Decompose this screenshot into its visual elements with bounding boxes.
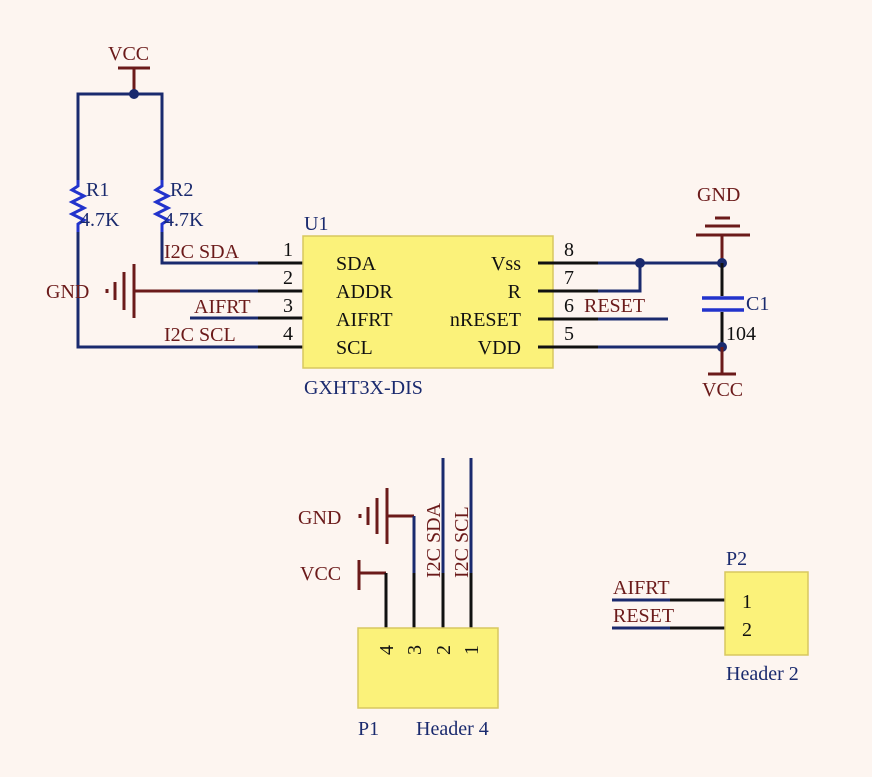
u1-pin-num-3: 3	[283, 295, 293, 317]
r2-value: 4.7K	[164, 209, 204, 231]
p2-pin-2: 2	[742, 619, 752, 641]
p1-part-name: Header 4	[416, 718, 489, 740]
u1-pin-num-5: 5	[564, 323, 574, 345]
vcc-top-symbol: VCC	[108, 43, 150, 94]
gnd-right-label: GND	[697, 184, 740, 206]
resistor-r2: R2 4.7K	[152, 179, 204, 232]
c1-designator: C1	[746, 293, 769, 315]
u1-pin-num-8: 8	[564, 239, 574, 261]
net-label-reset: RESET	[584, 295, 645, 317]
vcc-top-label: VCC	[108, 43, 149, 65]
p1-gnd-label: GND	[298, 507, 341, 529]
u1-pin-name-r: R	[508, 281, 522, 303]
p2-part-name: Header 2	[726, 663, 799, 685]
p2-pin-1: 1	[742, 591, 752, 613]
p1-body[interactable]	[357, 627, 499, 709]
p1-pin-3: 3	[404, 645, 426, 655]
u1-pin-name-addr: ADDR	[336, 281, 393, 303]
right-nets	[538, 258, 722, 349]
gnd-right-symbol: GND	[696, 184, 750, 263]
junction-dot	[635, 258, 645, 268]
u1-component[interactable]: U1 GXHT3X-DIS SDA ADDR AIFRT SCL Vss R n…	[302, 213, 554, 399]
junction-dot	[129, 89, 139, 99]
u1-pin-num-2: 2	[283, 267, 293, 289]
u1-body[interactable]	[302, 235, 554, 369]
u1-pin-name-vss: Vss	[491, 253, 521, 275]
r1-value: 4.7K	[80, 209, 120, 231]
left-nets	[76, 232, 318, 349]
r1-designator: R1	[86, 179, 109, 201]
p1-net-i2c-scl: I2C SCL	[451, 506, 473, 578]
vcc-right-symbol: VCC	[702, 347, 743, 401]
p1-wires	[384, 458, 473, 628]
vcc-right-label: VCC	[702, 379, 743, 401]
gnd-left-label: GND	[46, 281, 89, 303]
p1-vcc-label: VCC	[300, 563, 341, 585]
u1-pin-num-4: 4	[283, 323, 293, 345]
p1-net-i2c-sda: I2C SDA	[423, 502, 445, 578]
p2-wires	[612, 598, 726, 630]
c1-value: 104	[726, 323, 756, 345]
p2-body[interactable]	[724, 571, 809, 656]
p1-pin-1: 1	[461, 645, 483, 655]
p1-vcc-symbol: VCC	[300, 560, 386, 590]
u1-designator: U1	[304, 213, 328, 235]
net-label-i2c-sda: I2C SDA	[164, 241, 240, 263]
p2-designator: P2	[726, 548, 747, 570]
p2-net-aifrt: AIFRT	[613, 577, 670, 599]
p2-component[interactable]: P2 1 2 Header 2	[724, 548, 809, 685]
r2-designator: R2	[170, 179, 193, 201]
u1-pin-num-7: 7	[564, 267, 574, 289]
pullup-bus	[76, 89, 164, 180]
p2-net-reset: RESET	[613, 605, 674, 627]
u1-pin-num-6: 6	[564, 295, 574, 317]
gnd-left-symbol: GND	[46, 264, 136, 318]
u1-pin-name-scl: SCL	[336, 337, 373, 359]
u1-pin-name-nreset: nRESET	[450, 309, 521, 331]
net-label-aifrt: AIFRT	[194, 296, 251, 318]
resistor-r1: R1 4.7K	[68, 179, 120, 232]
p1-designator: P1	[358, 718, 379, 740]
p1-pin-2: 2	[433, 645, 455, 655]
net-label-i2c-scl: I2C SCL	[164, 324, 236, 346]
u1-part-name: GXHT3X-DIS	[304, 377, 423, 399]
u1-pin-name-aifrt: AIFRT	[336, 309, 393, 331]
capacitor-c1: C1 104	[702, 263, 769, 347]
p1-component[interactable]: 4 3 2 1 P1 Header 4	[357, 627, 499, 740]
p1-gnd-symbol: GND	[298, 488, 414, 544]
p1-pin-4: 4	[376, 645, 398, 655]
u1-pin-name-vdd: VDD	[478, 337, 521, 359]
u1-pin-num-1: 1	[283, 239, 293, 261]
u1-pin-name-sda: SDA	[336, 253, 377, 275]
